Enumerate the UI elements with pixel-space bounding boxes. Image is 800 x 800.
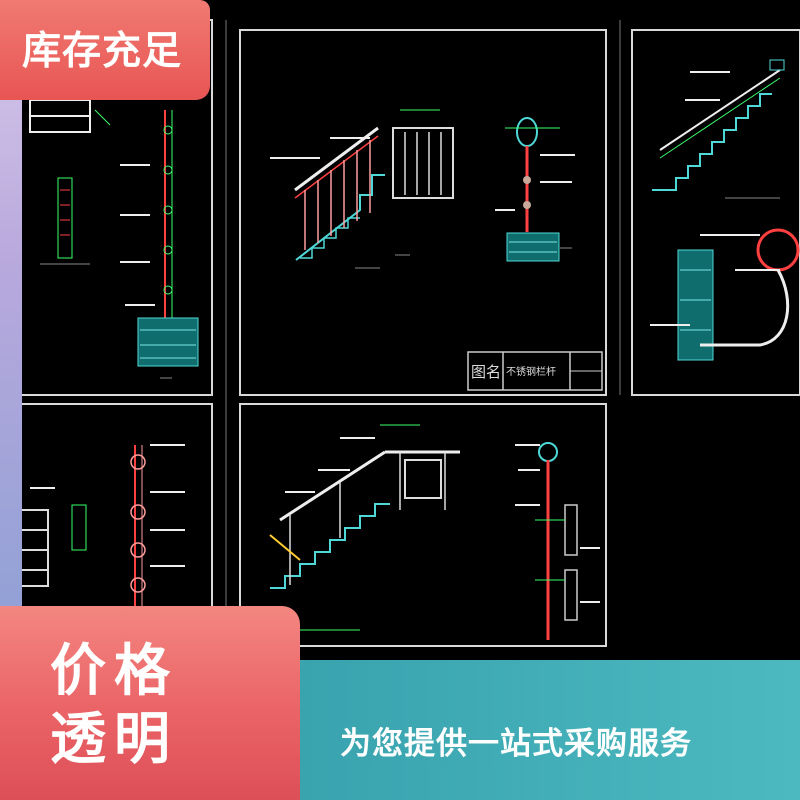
price-line-2: 透明 bbox=[50, 707, 178, 772]
stair-railing-elevation-2 bbox=[269, 424, 460, 631]
stock-badge-text: 库存充足 bbox=[22, 29, 183, 74]
service-tagline: 为您提供一站式采购服务 bbox=[340, 726, 692, 762]
price-panel: 价格 透明 bbox=[0, 606, 300, 800]
title-block-label: 图名 bbox=[471, 363, 501, 381]
price-line-1: 价格 bbox=[50, 639, 178, 704]
post-section-detail-1 bbox=[29, 99, 199, 379]
title-block: 图名 不锈钢栏杆 bbox=[467, 351, 603, 391]
stock-badge: 库存充足 bbox=[0, 0, 210, 100]
panel-frame-5 bbox=[239, 403, 607, 647]
staircase-section-detail bbox=[650, 59, 800, 361]
title-block-value: 不锈钢栏杆 bbox=[506, 365, 556, 378]
panel-frame-2 bbox=[239, 29, 607, 396]
post-bracket-detail bbox=[515, 442, 600, 640]
left-edge-gradient bbox=[0, 0, 22, 640]
post-detail-2 bbox=[495, 117, 575, 262]
stair-railing-elevation bbox=[270, 109, 454, 269]
post-section-detail-3 bbox=[19, 444, 185, 610]
panel-frame-3 bbox=[631, 29, 800, 396]
